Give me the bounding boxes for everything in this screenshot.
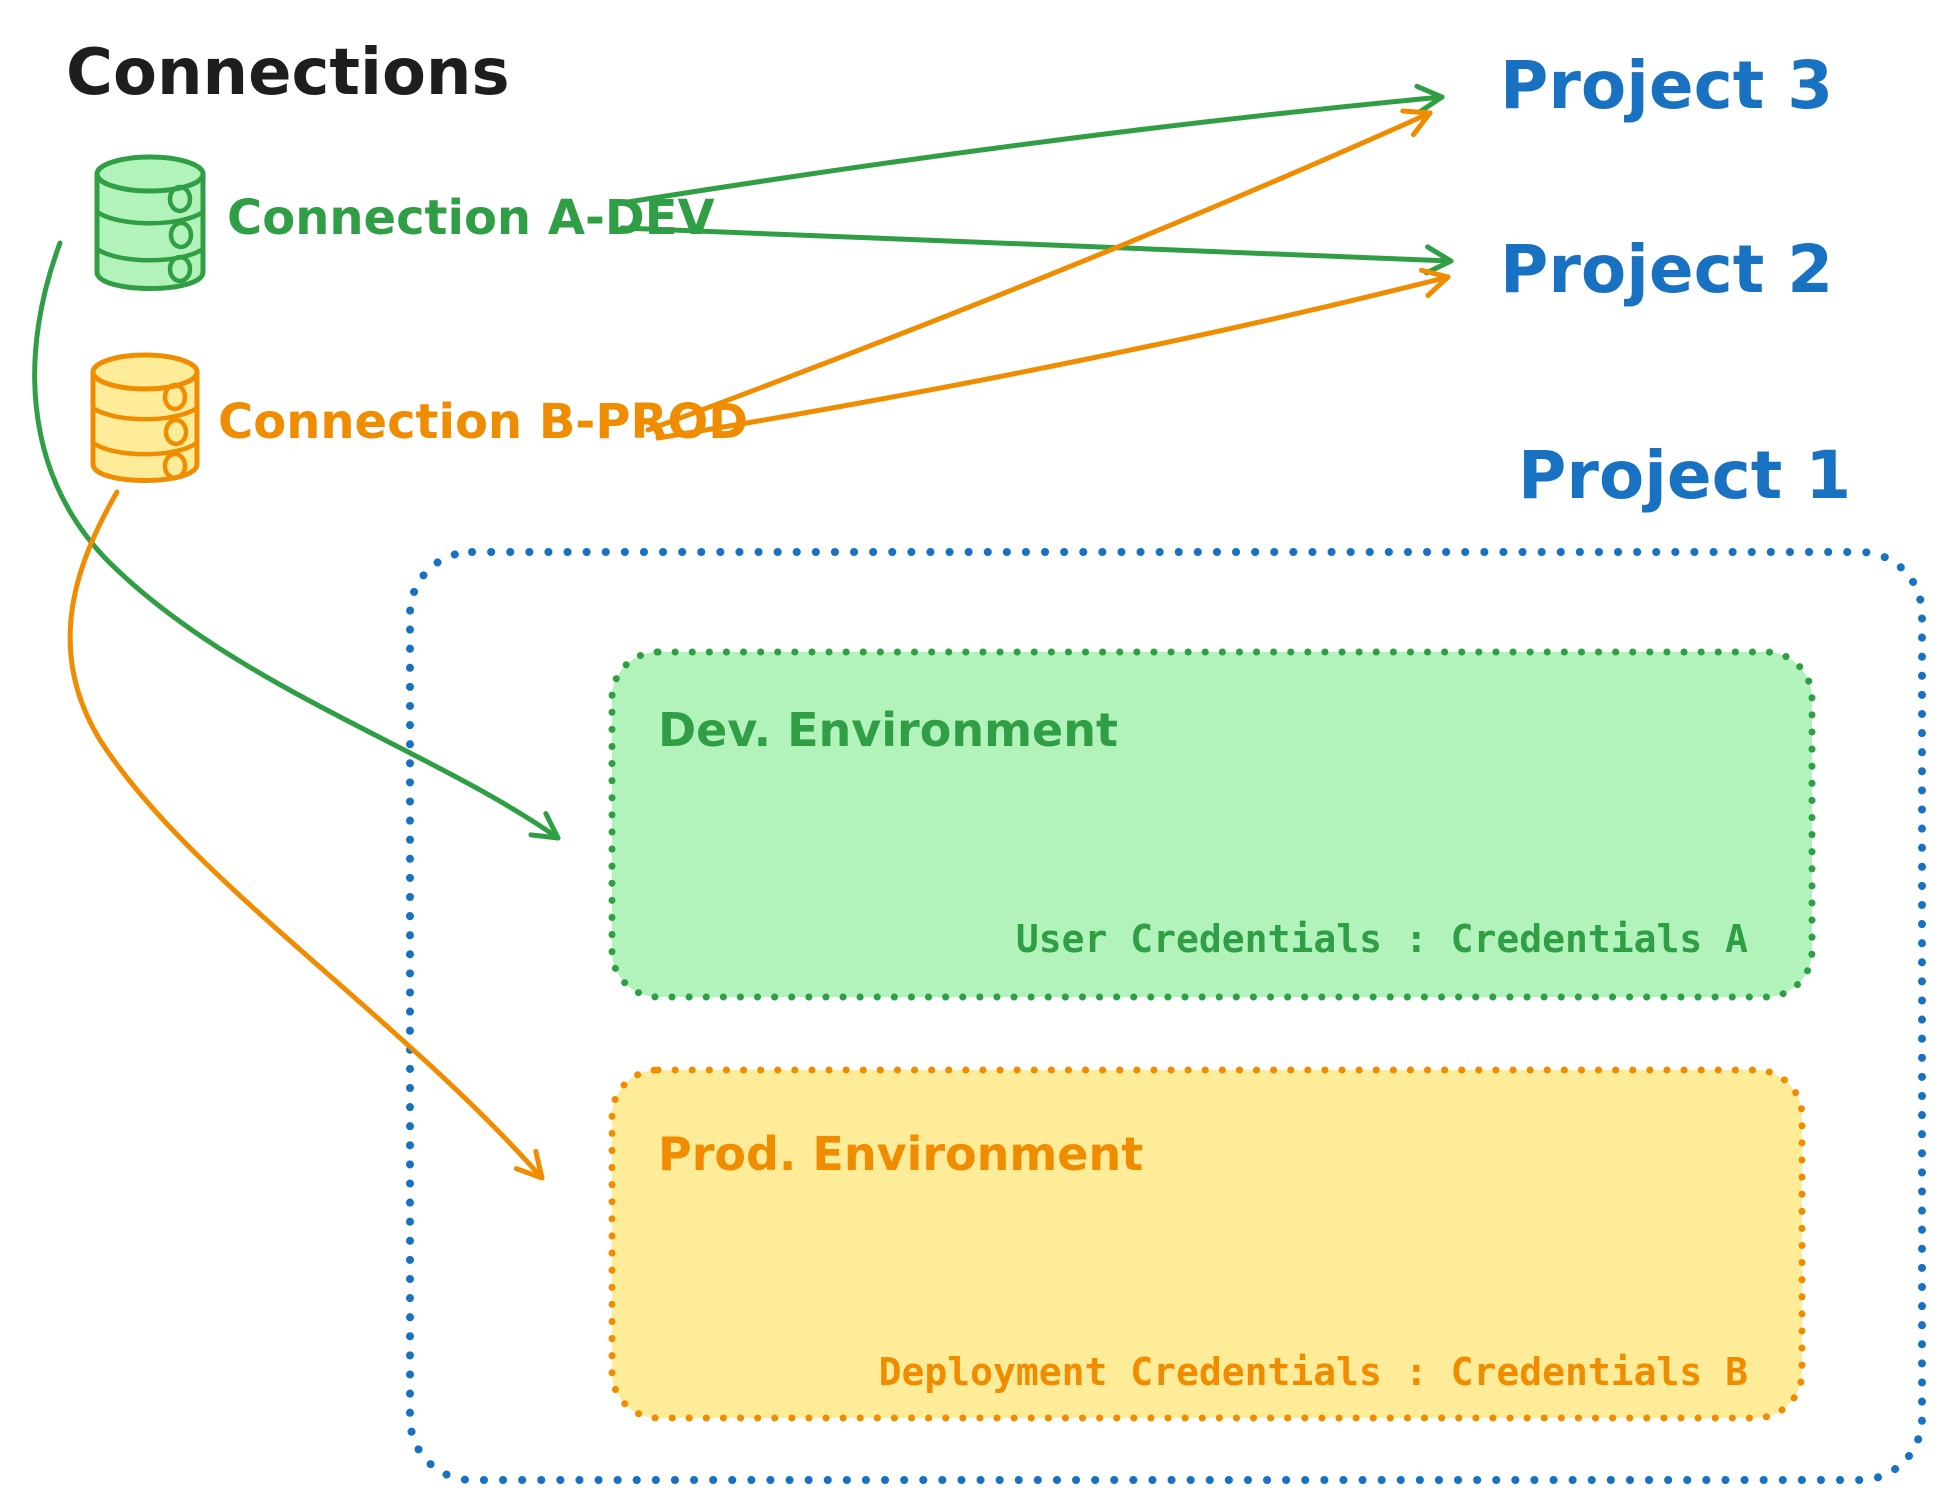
arrow-a-dev-to-project-3	[625, 83, 1445, 205]
arrow-b-prod-to-project-2	[655, 267, 1451, 441]
project-1-label: Project 1	[1518, 437, 1851, 514]
arrow-a-dev-to-project-2	[619, 225, 1454, 276]
prod-environment-title: Prod. Environment	[658, 1127, 1143, 1181]
dev-environment-box	[608, 648, 1816, 1001]
arrow-a-dev-to-dev-environment	[32, 240, 561, 841]
diagram-title: Connections	[66, 36, 510, 110]
database-icon-a-dev	[94, 154, 206, 291]
project-3-label: Project 3	[1500, 47, 1833, 124]
arrow-b-prod-to-prod-environment	[67, 489, 545, 1181]
project-2-label: Project 2	[1500, 231, 1833, 308]
prod-environment-box	[608, 1066, 1806, 1422]
dev-environment-title: Dev. Environment	[658, 703, 1118, 757]
dev-credentials-text: User Credentials : Credentials A	[1016, 917, 1748, 961]
arrow-b-prod-to-project-3	[645, 108, 1433, 433]
database-icon-b-prod	[90, 352, 200, 483]
prod-credentials-text: Deployment Credentials : Credentials B	[879, 1350, 1748, 1394]
project-1-container	[406, 548, 1926, 1484]
connection-b-prod-label: Connection B-PROD	[218, 394, 748, 450]
